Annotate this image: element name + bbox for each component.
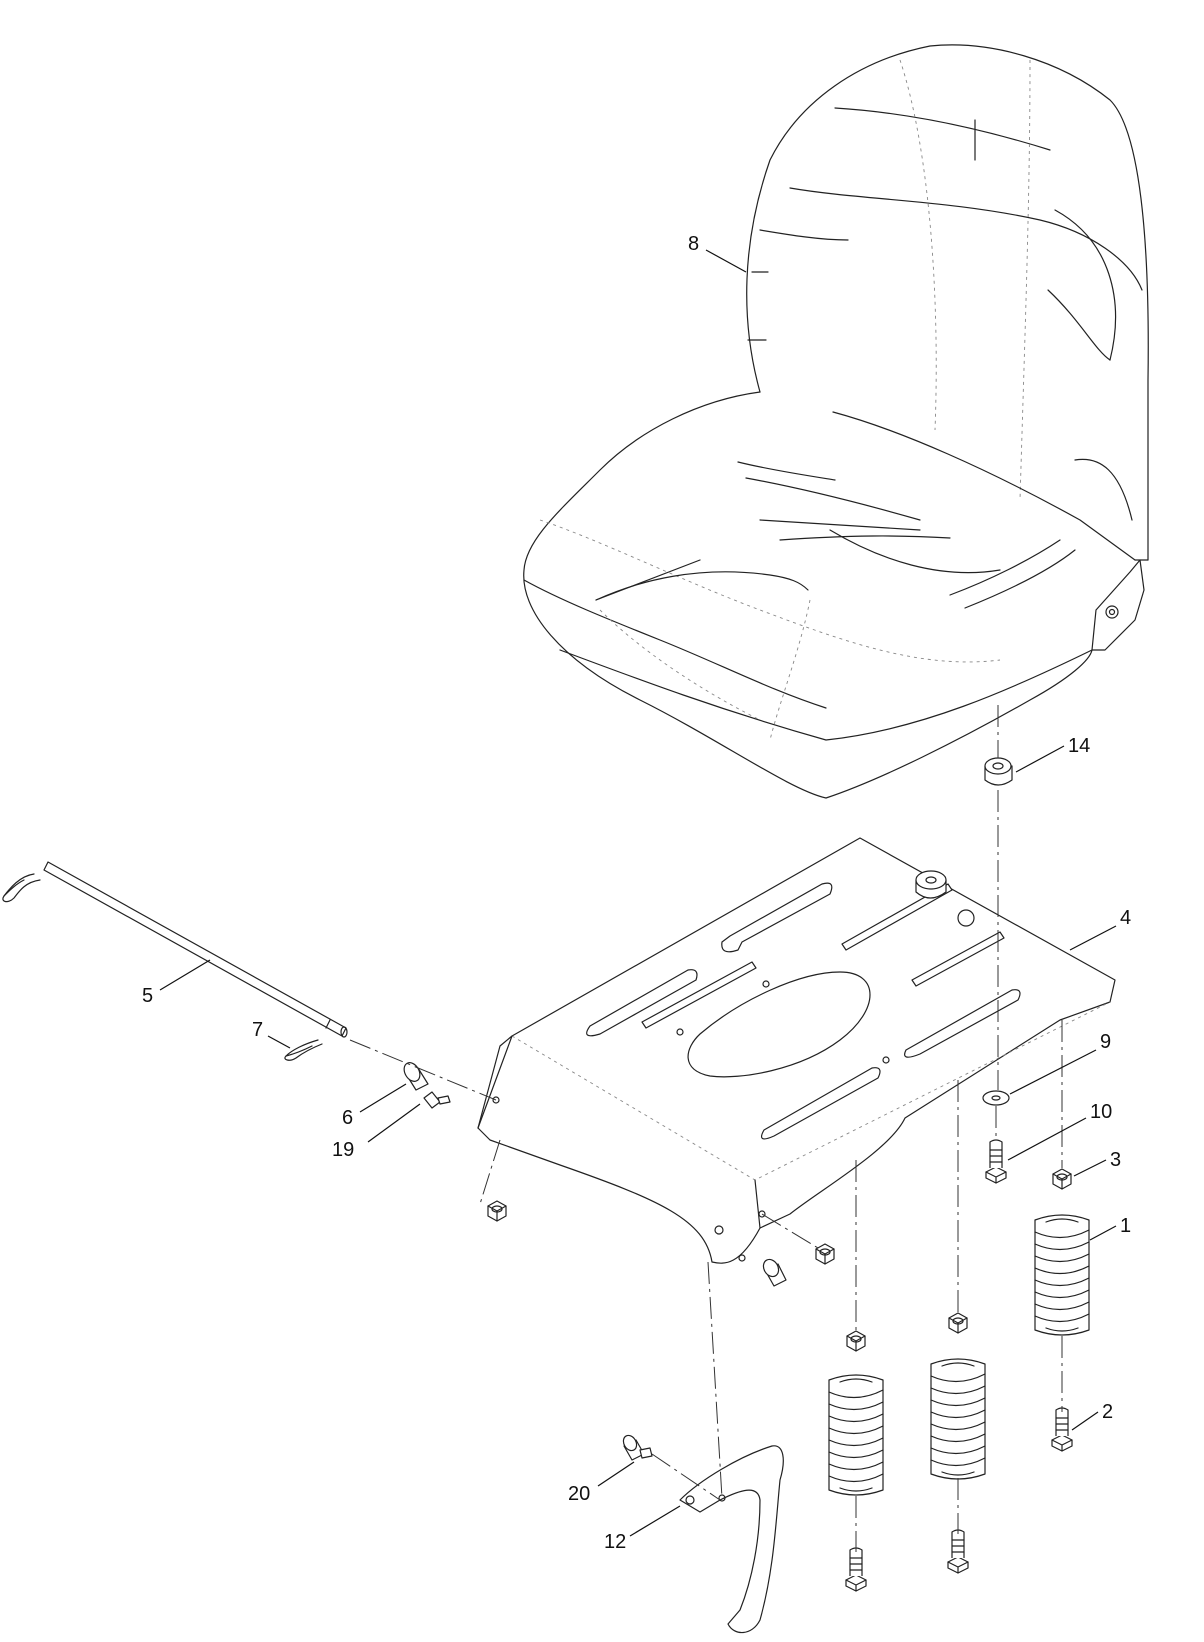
- callout-6-label: 6: [342, 1107, 353, 1129]
- callout-8-label: 8: [688, 233, 699, 255]
- lever-shoulder-bolt: [622, 1434, 653, 1461]
- callout-3: 3: [1073, 1149, 1121, 1177]
- assembly-axes: [349, 705, 1063, 1552]
- callout-19: 19: [332, 1103, 421, 1161]
- spacer-bushing-right: [762, 1258, 787, 1287]
- callout-10-label: 10: [1090, 1101, 1112, 1123]
- callout-4-label: 4: [1120, 907, 1131, 929]
- callout-2-label: 2: [1102, 1401, 1113, 1423]
- callout-14-label: 14: [1068, 735, 1090, 757]
- lever-bracket: [679, 1445, 784, 1634]
- callout-1: 1: [1089, 1215, 1131, 1241]
- callout-8: 8: [688, 233, 747, 273]
- rubber-bushing: [984, 757, 1013, 786]
- callout-2: 2: [1071, 1401, 1113, 1431]
- callout-14: 14: [1015, 735, 1090, 773]
- hairpin-clip: [284, 1039, 323, 1061]
- callout-9: 9: [1009, 1031, 1111, 1095]
- callout-20-label: 20: [568, 1483, 590, 1505]
- callout-3-label: 3: [1110, 1149, 1121, 1171]
- callout-7-label: 7: [252, 1019, 263, 1041]
- callout-20: 20: [568, 1461, 635, 1505]
- callout-7: 7: [252, 1019, 291, 1049]
- seat-plate: [477, 837, 1116, 1264]
- washer: [982, 1090, 1010, 1106]
- callout-12: 12: [604, 1505, 681, 1553]
- callout-1-label: 1: [1120, 1215, 1131, 1237]
- callout-19-label: 19: [332, 1139, 354, 1161]
- seat: [523, 44, 1149, 799]
- callout-6: 6: [342, 1083, 407, 1129]
- callout-12-label: 12: [604, 1531, 626, 1553]
- callout-4: 4: [1069, 907, 1131, 951]
- callout-5: 5: [142, 959, 211, 1007]
- callout-10: 10: [1007, 1101, 1112, 1161]
- rod: [2, 861, 348, 1038]
- callout-5-label: 5: [142, 985, 153, 1007]
- spacer-bushing: [403, 1062, 429, 1091]
- callout-9-label: 9: [1100, 1031, 1111, 1053]
- shoulder-bolt: [423, 1091, 451, 1109]
